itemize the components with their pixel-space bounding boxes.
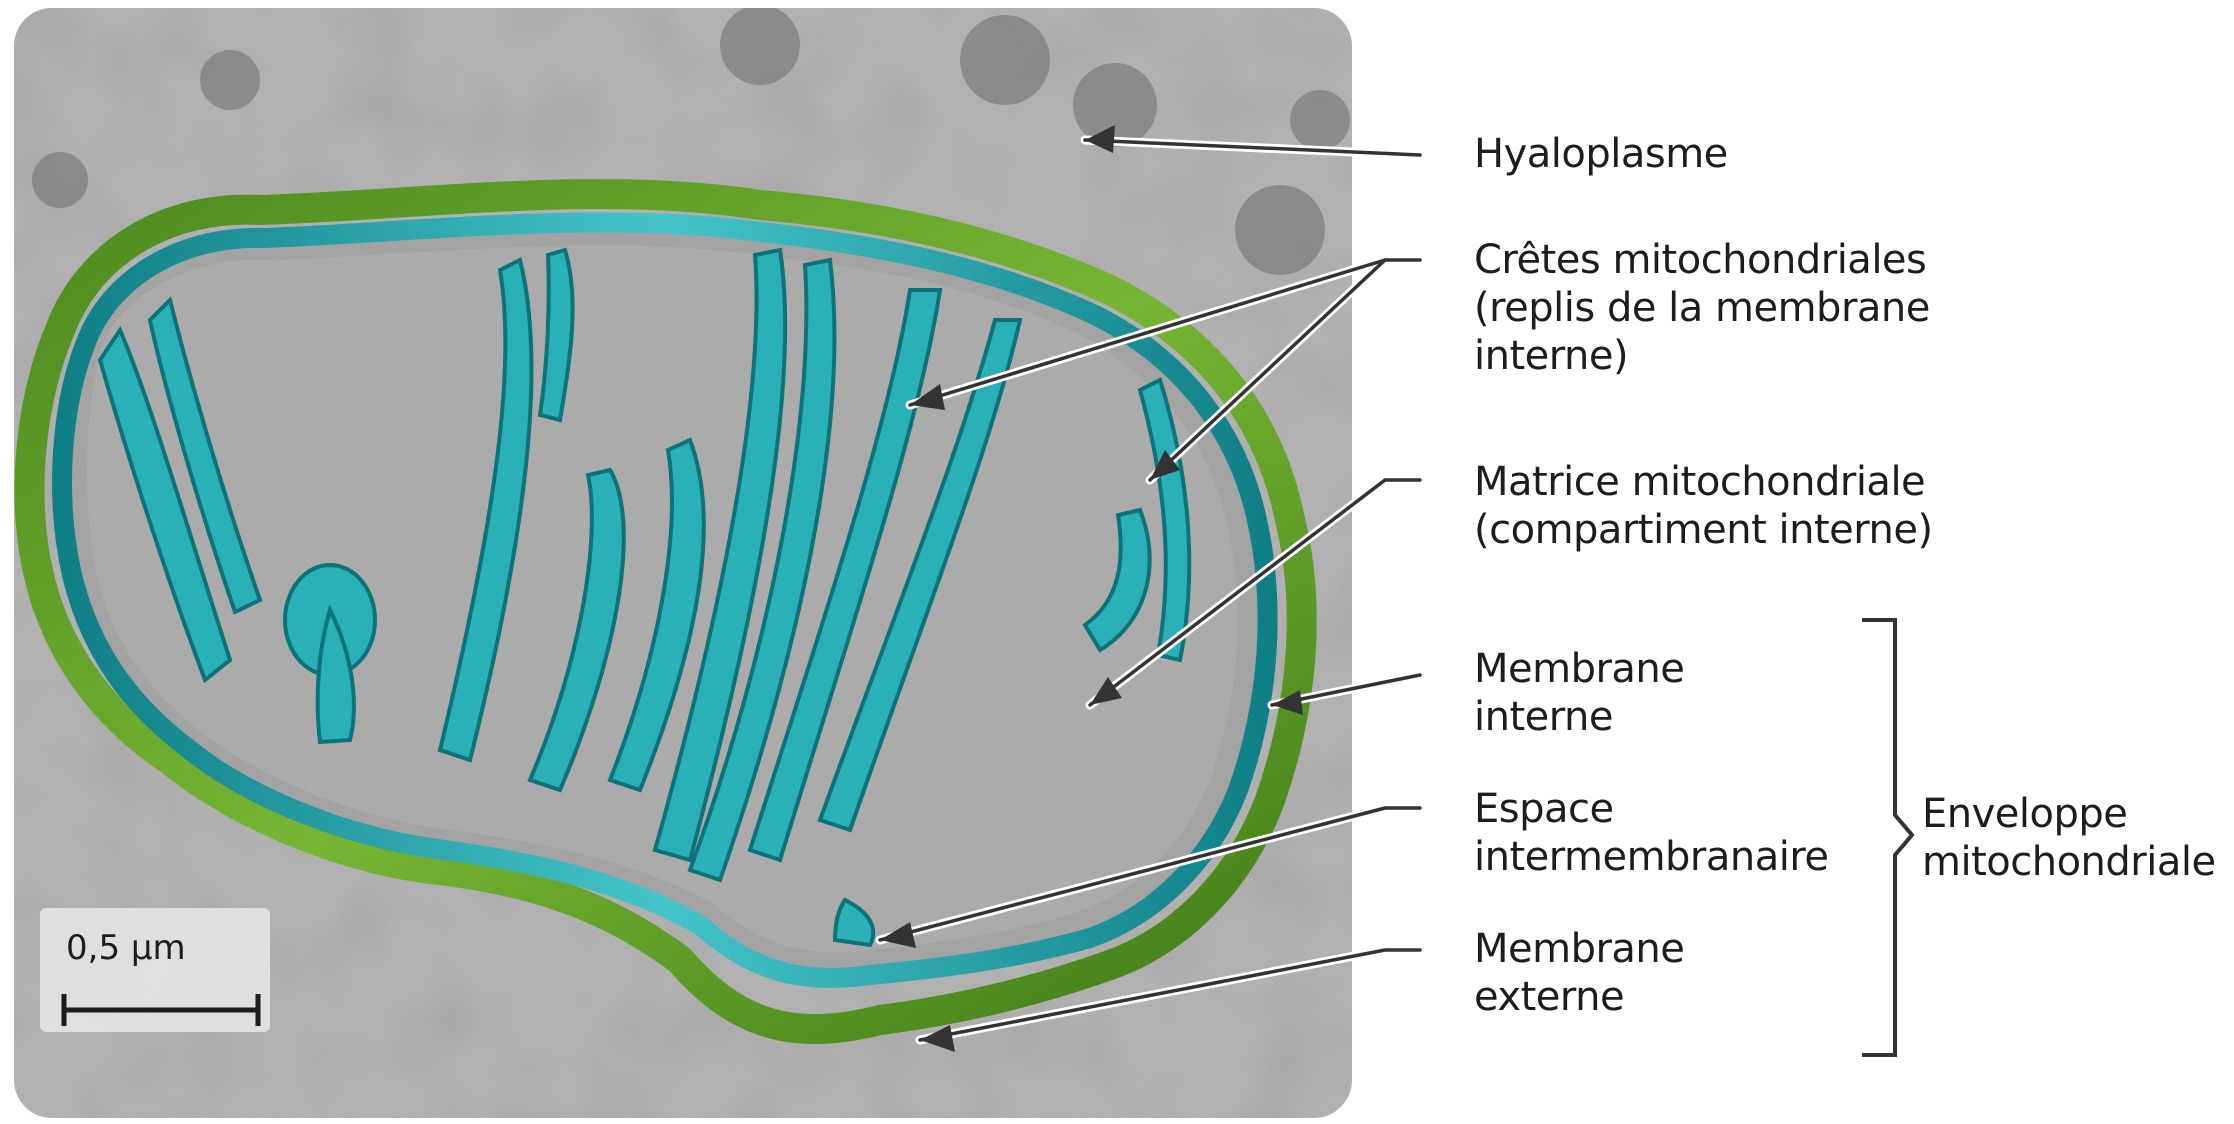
label-matrice: Matrice mitochondriale (compartiment int… <box>1474 458 1933 554</box>
enveloppe-line-2: mitochondriale <box>1922 838 2216 886</box>
label-hyaloplasme: Hyaloplasme <box>1474 130 1728 178</box>
membrane-interne-line-1: Membrane <box>1474 645 1684 693</box>
micrograph-panel <box>14 5 1352 1118</box>
hyaloplasme-text: Hyaloplasme <box>1474 130 1728 178</box>
enveloppe-bracket <box>1862 620 1912 1055</box>
membrane-externe-line-2: externe <box>1474 973 1684 1021</box>
label-cretes: Crêtes mitochondriales (replis de la mem… <box>1474 236 1930 380</box>
label-membrane-externe: Membrane externe <box>1474 925 1684 1021</box>
matrice-line-2: (compartiment interne) <box>1474 506 1933 554</box>
cretes-line-2: (replis de la membrane <box>1474 284 1930 332</box>
espace-line-1: Espace <box>1474 785 1829 833</box>
cretes-line-3: interne) <box>1474 332 1930 380</box>
enveloppe-line-1: Enveloppe <box>1922 790 2216 838</box>
membrane-externe-line-1: Membrane <box>1474 925 1684 973</box>
label-enveloppe: Enveloppe mitochondriale <box>1922 790 2216 886</box>
matrice-line-1: Matrice mitochondriale <box>1474 458 1933 506</box>
scale-bar <box>40 908 270 1032</box>
label-espace: Espace intermembranaire <box>1474 785 1829 881</box>
membrane-interne-line-2: interne <box>1474 693 1684 741</box>
label-membrane-interne: Membrane interne <box>1474 645 1684 741</box>
espace-line-2: intermembranaire <box>1474 833 1829 881</box>
cretes-line-1: Crêtes mitochondriales <box>1474 236 1930 284</box>
scale-bar-label: 0,5 µm <box>66 928 186 968</box>
